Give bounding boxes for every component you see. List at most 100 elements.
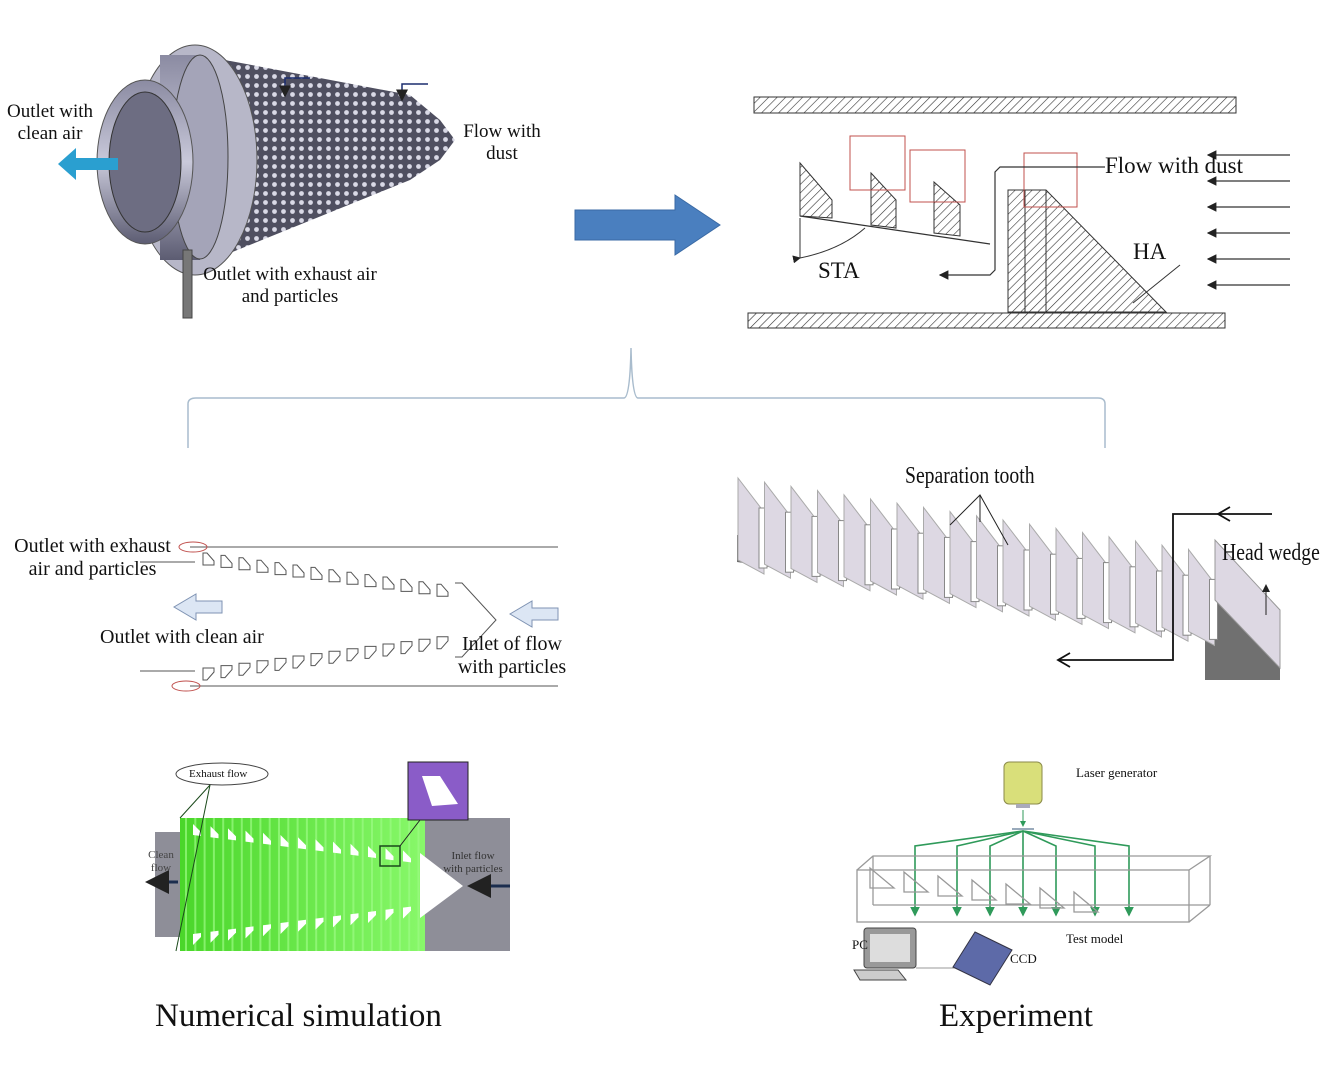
separation-tooth (764, 480, 791, 580)
schematic-tooth (256, 660, 269, 674)
schematic-tooth (382, 576, 395, 590)
label-line: clean air (17, 122, 83, 144)
separation-tooth (1135, 539, 1162, 638)
schematic-tooth (418, 581, 431, 595)
schematic-tooth (256, 559, 269, 573)
head-wedge-2d (455, 582, 497, 658)
separation-tooth (1002, 518, 1030, 617)
label-flow-dust-section: Flow with dust (1105, 153, 1244, 178)
label-clean-flow: Clean flow (140, 849, 182, 874)
sim-tooth (403, 906, 411, 919)
flow-path-arrow (938, 166, 1105, 280)
label-inlet-flow: Inlet flow with particles (436, 850, 510, 875)
separation-teeth (737, 476, 1218, 647)
caption-experiment: Experiment (939, 998, 1093, 1034)
sim-tooth (368, 846, 376, 858)
sim-tooth (210, 930, 219, 943)
big-right-arrow (574, 194, 721, 256)
sim-tooth (315, 917, 324, 930)
label-line: Outlet with exhaust (14, 535, 171, 557)
label-line: with particles (457, 656, 567, 678)
sim-tooth (280, 835, 289, 847)
test-model-box (856, 855, 1213, 923)
caption-numerical-simulation: Numerical simulation (155, 998, 442, 1034)
label-laser-generator: Laser generator (1076, 765, 1158, 780)
sim-tooth (280, 922, 289, 934)
separation-tooth (1108, 535, 1136, 634)
label-line: Clean (148, 849, 174, 861)
label-flow-dust-3d: Flow with dust (456, 121, 548, 165)
label-line: air and particles (28, 558, 157, 580)
test-tooth (903, 870, 930, 893)
schematic-tooth (238, 557, 251, 571)
sim-tooth (385, 848, 394, 861)
clean-air-outlet-arrow (173, 593, 223, 621)
schematic-tooth (274, 562, 287, 576)
schematic-tooth (346, 571, 359, 585)
bottom-wall (747, 312, 1226, 329)
label-line: Inlet flow (451, 850, 495, 862)
test-tooth (971, 878, 998, 901)
test-tooth (1073, 890, 1100, 913)
top-wall (753, 96, 1237, 114)
tooth-slot (1209, 578, 1218, 640)
sim-head-wedge (420, 853, 463, 918)
clean-air-arrow (58, 148, 118, 180)
separation-tooth (1161, 543, 1189, 643)
tooth-3 (933, 180, 961, 237)
schematic-tooth (310, 566, 323, 580)
separation-tooth (1082, 531, 1109, 630)
sim-tooth (245, 830, 254, 843)
tooth-2 (870, 171, 897, 229)
sim-tooth (350, 913, 359, 926)
upper-teeth (202, 552, 449, 597)
label-line: Outlet with exhaust air (203, 264, 377, 285)
label-outlet-exhaust-2d: Outlet with exhaust air and particles (0, 535, 185, 581)
incoming-flow-arrows (1206, 150, 1290, 290)
separation-tooth (949, 510, 977, 609)
label-line: Flow with (463, 121, 541, 142)
schematic-tooth (400, 578, 413, 592)
separation-tooth (1188, 547, 1215, 647)
exhaust-flow-callout (175, 762, 269, 786)
schematic-tooth (328, 650, 341, 664)
base-slope (799, 215, 991, 245)
sim-tooth (333, 841, 341, 854)
exhaust-outlet-marker-bottom (171, 680, 201, 692)
ccd-camera (952, 931, 1013, 986)
zoom-box (379, 845, 401, 867)
test-tooth (937, 874, 964, 897)
laser-beam (985, 830, 1024, 917)
schematic-tooth (238, 662, 251, 676)
head-wedge-section (1024, 189, 1168, 313)
schematic-tooth (274, 657, 287, 671)
sim-tooth (385, 908, 394, 921)
separation-tooth (1029, 522, 1056, 622)
sim-tooth (403, 850, 411, 863)
schematic-tooth (346, 648, 359, 662)
schematic-2d-drawing (140, 541, 558, 692)
curly-bracket (187, 347, 1106, 448)
laser-beam (1022, 830, 1061, 917)
schematic-tooth (220, 554, 233, 568)
sim-tooth (333, 915, 341, 928)
sim-tooth (263, 832, 271, 845)
schematic-tooth (436, 583, 449, 597)
cross-section-drawing (747, 96, 1290, 329)
label-line: dust (486, 142, 518, 164)
schematic-tooth (418, 638, 431, 652)
separation-tooth (790, 484, 818, 584)
laser-beam (1022, 830, 1100, 917)
label-line: flow (150, 861, 172, 874)
perforated-cone (225, 60, 455, 255)
inflow-arrow-1 (279, 77, 310, 98)
red-box-3 (1023, 152, 1078, 208)
test-tooth (1039, 886, 1066, 909)
label-ccd: CCD (1010, 951, 1037, 966)
sim-tooth (210, 826, 219, 839)
schematic-tooth (328, 569, 341, 583)
label-exhaust-flow: Exhaust flow (189, 768, 248, 780)
inlet-arrow (509, 600, 559, 628)
test-tooth (1005, 882, 1032, 905)
sim-tooth (193, 933, 201, 945)
